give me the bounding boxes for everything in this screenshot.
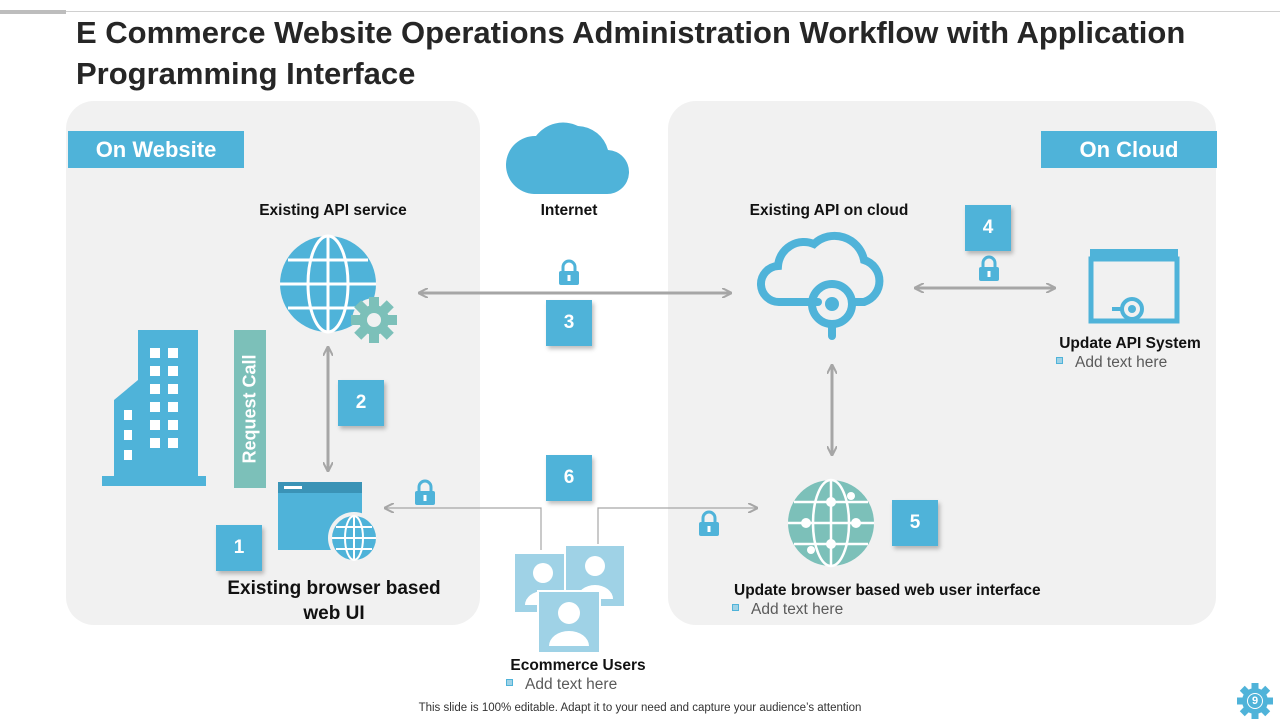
users-to-network-line — [597, 508, 756, 548]
user-avatar-icon — [537, 590, 601, 654]
building-icon — [102, 330, 206, 486]
lock-icon — [559, 259, 579, 285]
lock-icon — [699, 510, 719, 536]
on-website-tag: On Website — [68, 131, 244, 168]
step-5-badge: 5 — [892, 500, 938, 546]
slide-title: E Commerce Website Operations Administra… — [76, 15, 1186, 91]
bullet-icon — [732, 604, 739, 612]
add-text-label: Add text here — [525, 676, 618, 693]
step-2-badge: 2 — [338, 380, 384, 426]
page-number-badge: 9 — [1237, 683, 1273, 719]
cloud-panel — [668, 101, 1216, 625]
users-label: Ecommerce Users — [510, 657, 646, 674]
add-text-label: Add text here — [751, 601, 844, 618]
globe-gear-icon — [280, 234, 397, 343]
api-cloud-label: Existing API on cloud — [749, 202, 909, 219]
lock-icon — [415, 479, 435, 505]
lock-icon — [979, 255, 999, 281]
website-panel — [66, 101, 480, 625]
add-text-label: Add text here — [1075, 354, 1168, 371]
cloud-api-icon — [756, 231, 884, 340]
api-service-label: Existing API service — [259, 202, 407, 219]
users-add-text: Add text here — [506, 676, 617, 694]
page-number: 9 — [1251, 695, 1259, 707]
internet-label: Internet — [540, 202, 598, 219]
title-accent-bar — [0, 10, 66, 14]
step-6-badge: 6 — [546, 455, 592, 501]
window-api-icon — [1088, 249, 1180, 324]
update-api-add-text: Add text here — [1056, 354, 1167, 372]
step-3-badge: 3 — [546, 300, 592, 346]
step-4-badge: 4 — [965, 205, 1011, 251]
bullet-icon — [1056, 357, 1063, 365]
update-browser-label: Update browser based web user interface — [734, 582, 1041, 599]
gear-icon — [1237, 683, 1273, 719]
title-rule — [66, 11, 1280, 12]
browser-globe-icon — [278, 482, 380, 564]
users-to-browser-line — [386, 508, 542, 550]
users-group-icon — [513, 544, 626, 654]
bullet-icon — [506, 679, 513, 687]
footer-note: This slide is 100% editable. Adapt it to… — [418, 702, 862, 714]
on-cloud-tag: On Cloud — [1041, 131, 1217, 168]
update-api-label: Update API System — [1059, 335, 1201, 352]
internet-cloud-icon — [505, 122, 630, 195]
network-globe-icon — [788, 478, 874, 568]
request-call-bar: Request Call — [234, 330, 266, 488]
step-1-badge: 1 — [216, 525, 262, 571]
browser-ui-label: Existing browser based web UI — [227, 578, 441, 624]
update-browser-add-text: Add text here — [732, 601, 843, 619]
